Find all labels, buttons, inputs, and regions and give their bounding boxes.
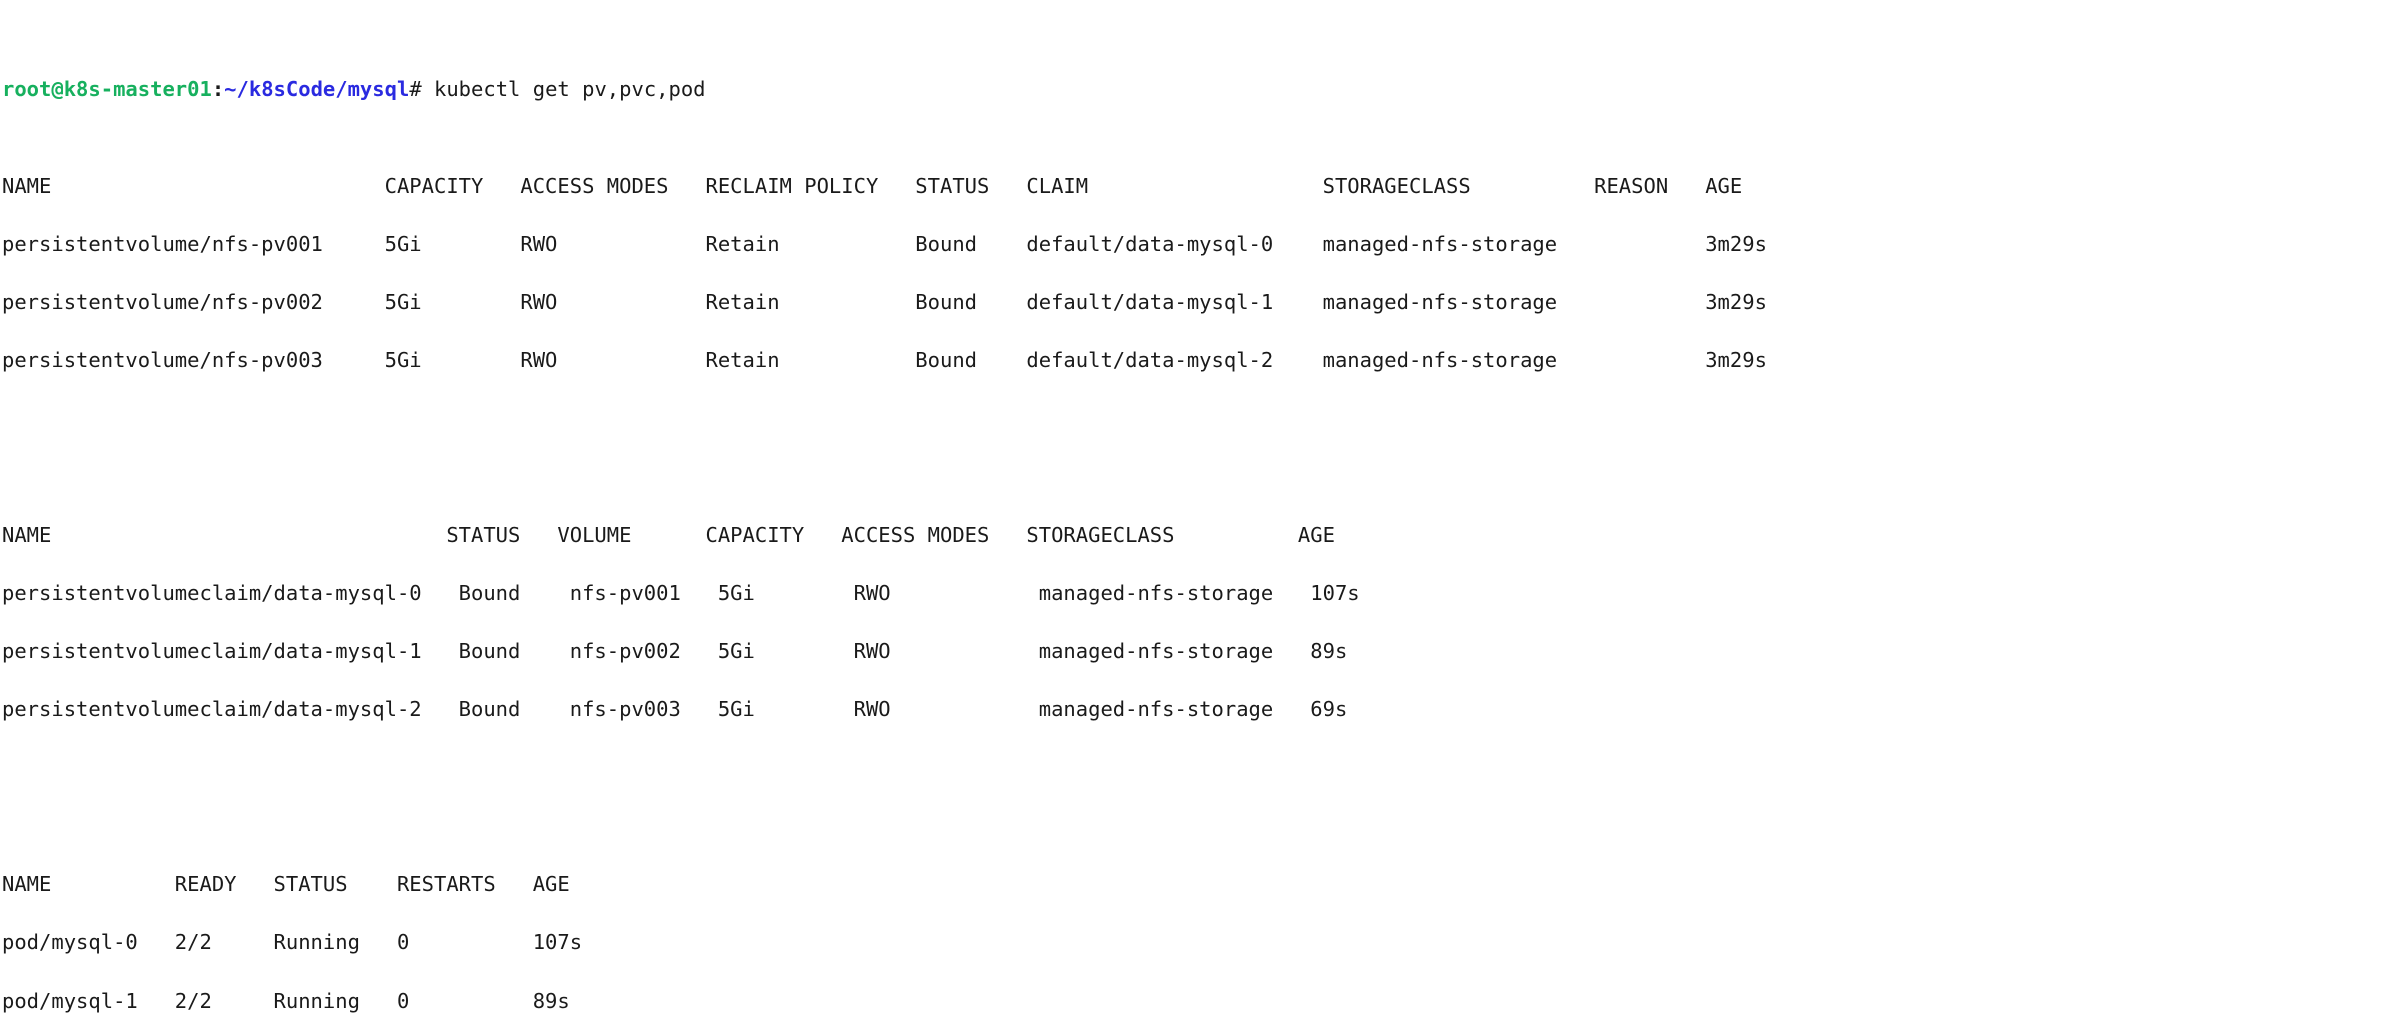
pvc-table-row: persistentvolumeclaim/data-mysql-2 Bound… xyxy=(2,697,1348,722)
prompt-colon: : xyxy=(211,76,225,101)
blank-line xyxy=(2,778,2401,797)
prompt-sign: # xyxy=(409,76,434,101)
pod-table-header: NAME READY STATUS RESTARTS AGE xyxy=(2,872,570,897)
pv-table-row: persistentvolume/nfs-pv001 5Gi RWO Retai… xyxy=(2,231,1767,256)
pv-table-header: NAME CAPACITY ACCESS MODES RECLAIM POLIC… xyxy=(2,173,1743,198)
pvc-table-header: NAME STATUS VOLUME CAPACITY ACCESS MODES… xyxy=(2,522,1335,547)
prompt-path: ~/k8sCode/mysql xyxy=(224,76,410,101)
pod-table-row: pod/mysql-1 2/2 Running 0 89s xyxy=(2,988,570,1013)
blank-line xyxy=(2,429,2401,448)
pv-table-row: persistentvolume/nfs-pv002 5Gi RWO Retai… xyxy=(2,290,1767,315)
command-text: kubectl get pv,pvc,pod xyxy=(434,76,706,101)
prompt-user-host: root@k8s-master01 xyxy=(2,76,212,101)
command-prompt-line: root@k8s-master01:~/k8sCode/mysql# kubec… xyxy=(2,76,2401,101)
pvc-table-row: persistentvolumeclaim/data-mysql-0 Bound… xyxy=(2,581,1360,606)
pvc-table-row: persistentvolumeclaim/data-mysql-1 Bound… xyxy=(2,639,1348,664)
pod-table-row: pod/mysql-0 2/2 Running 0 107s xyxy=(2,930,583,955)
pv-table-row: persistentvolume/nfs-pv003 5Gi RWO Retai… xyxy=(2,348,1767,373)
